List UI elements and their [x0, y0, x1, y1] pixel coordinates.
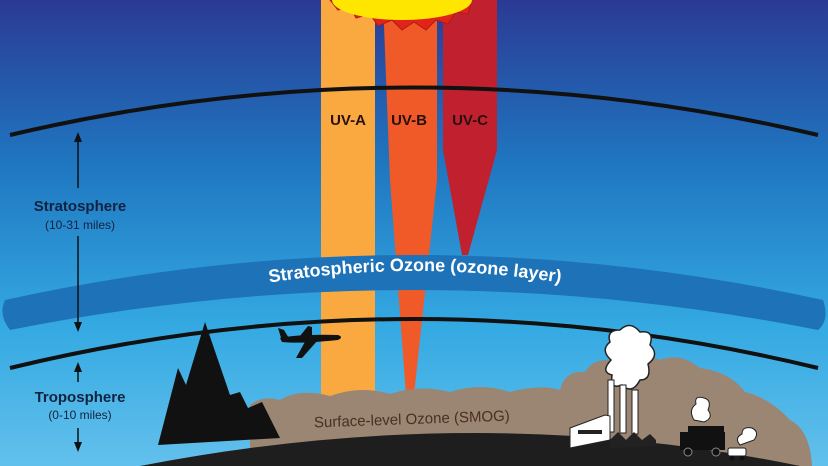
stratosphere-range: (10-31 miles)	[45, 218, 115, 232]
uv-c-label: UV-C	[452, 112, 488, 129]
truck-icon	[680, 396, 725, 457]
stratosphere-height-arrow	[74, 132, 82, 332]
uv-a-beam	[321, 0, 375, 410]
airplane-icon	[278, 326, 341, 358]
troposphere-range: (0-10 miles)	[48, 408, 111, 422]
ozone-layer-band	[2, 255, 826, 330]
car-icon	[727, 427, 758, 461]
mountain-icon	[158, 322, 280, 445]
uv-b-beam	[383, 0, 437, 395]
troposphere-top-boundary	[9, 317, 819, 370]
uv-c-beam	[443, 0, 497, 255]
uv-b-label: UV-B	[391, 112, 427, 129]
uv-a-label: UV-A	[330, 112, 366, 129]
sun-icon	[329, 0, 473, 31]
smog-label: Surface-level Ozone (SMOG)	[314, 408, 510, 432]
troposphere-height-arrow	[74, 362, 82, 452]
stratosphere-top-boundary	[9, 85, 819, 137]
stratosphere-title: Stratosphere	[34, 198, 127, 215]
troposphere-title: Troposphere	[35, 389, 126, 406]
factory-icon	[569, 324, 656, 449]
